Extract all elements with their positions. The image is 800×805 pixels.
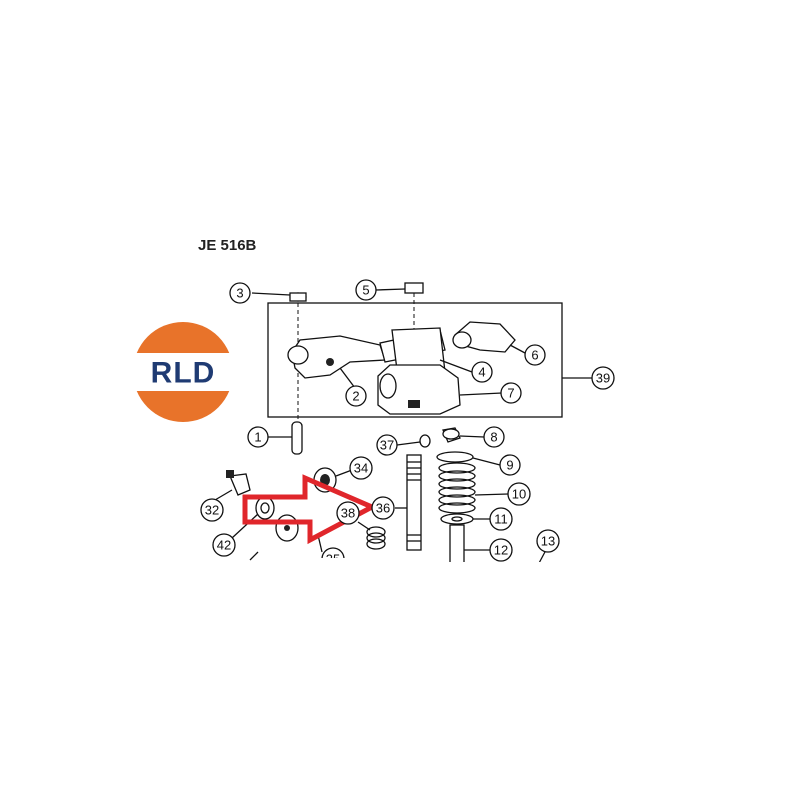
- callout-11: 11: [489, 507, 513, 531]
- callout-label: 1: [254, 430, 261, 445]
- part-9-retainer: [436, 451, 501, 466]
- callout-label: 7: [507, 386, 514, 401]
- callout-8: 8: [483, 426, 505, 448]
- callout-38: 38: [336, 501, 360, 525]
- callout-label: 36: [376, 501, 390, 516]
- callout-label: 6: [531, 348, 538, 363]
- rld-logo: RLD: [133, 322, 233, 422]
- callout-label: 10: [512, 487, 526, 502]
- callout-1: 1: [247, 426, 269, 448]
- callout-label: 38: [341, 506, 355, 521]
- part-42-washer: [231, 496, 275, 539]
- crop-mask: [0, 562, 800, 800]
- part-32-adjuster: [214, 470, 251, 501]
- diagram-heading: JE 516B: [198, 237, 257, 254]
- callout-label: 42: [217, 538, 231, 553]
- callout-3: 3: [229, 282, 251, 304]
- callout-label: 35: [326, 552, 340, 567]
- callout-37: 37: [376, 434, 398, 456]
- callout-34: 34: [349, 456, 373, 480]
- part-5-nut: [375, 282, 424, 330]
- part-36-stud: [395, 454, 422, 551]
- part-11-washer: [440, 513, 490, 525]
- callout-7: 7: [500, 382, 522, 404]
- callout-13: 13: [536, 529, 560, 553]
- rocker-assembly-frame: [267, 302, 563, 418]
- callout-label: 39: [596, 371, 610, 386]
- callout-12: 12: [489, 538, 513, 562]
- callout-label: 34: [354, 461, 368, 476]
- part-37-ring: [396, 434, 431, 448]
- part-38-spring: [357, 521, 386, 550]
- callout-label: 9: [506, 458, 513, 473]
- part-2-rocker-arm: [287, 335, 386, 389]
- diagram-heading-text: JE 516B: [198, 237, 257, 254]
- callout-32: 32: [200, 498, 224, 522]
- callout-42: 42: [212, 533, 236, 557]
- part-12-guide: [449, 524, 490, 566]
- callout-35: 35: [321, 547, 345, 567]
- callout-label: 13: [541, 534, 555, 549]
- callouts: 3 5 6 4 2 7 39 1 37 8 9 10 11 12 13 34 3…: [200, 279, 615, 567]
- callout-label: 4: [478, 365, 485, 380]
- callout-label: 12: [494, 543, 508, 558]
- logo-text: RLD: [151, 357, 216, 390]
- callout-label: 11: [494, 512, 508, 527]
- part-1-pushrod: [267, 421, 303, 455]
- part-10-spring: [438, 462, 509, 514]
- part-8-cap: [442, 427, 485, 443]
- callout-6: 6: [524, 344, 546, 366]
- logo-white-band: [133, 353, 233, 391]
- callout-5: 5: [355, 279, 377, 301]
- callout-label: 5: [362, 283, 369, 298]
- callout-label: 37: [380, 438, 394, 453]
- callout-4: 4: [471, 361, 493, 383]
- highlight-arrow: [242, 474, 378, 545]
- part-3-nut: [251, 292, 307, 425]
- callout-label: 3: [236, 286, 243, 301]
- callout-39: 39: [591, 366, 615, 390]
- callout-36: 36: [371, 496, 395, 520]
- callout-label: 8: [490, 430, 497, 445]
- part-7-pedestal: [377, 364, 503, 415]
- callout-2: 2: [345, 385, 367, 407]
- callout-9: 9: [499, 454, 521, 476]
- callout-10: 10: [507, 482, 531, 506]
- callout-label: 2: [352, 389, 359, 404]
- part-6-rocker-arm: [452, 321, 526, 354]
- callout-label: 32: [205, 503, 219, 518]
